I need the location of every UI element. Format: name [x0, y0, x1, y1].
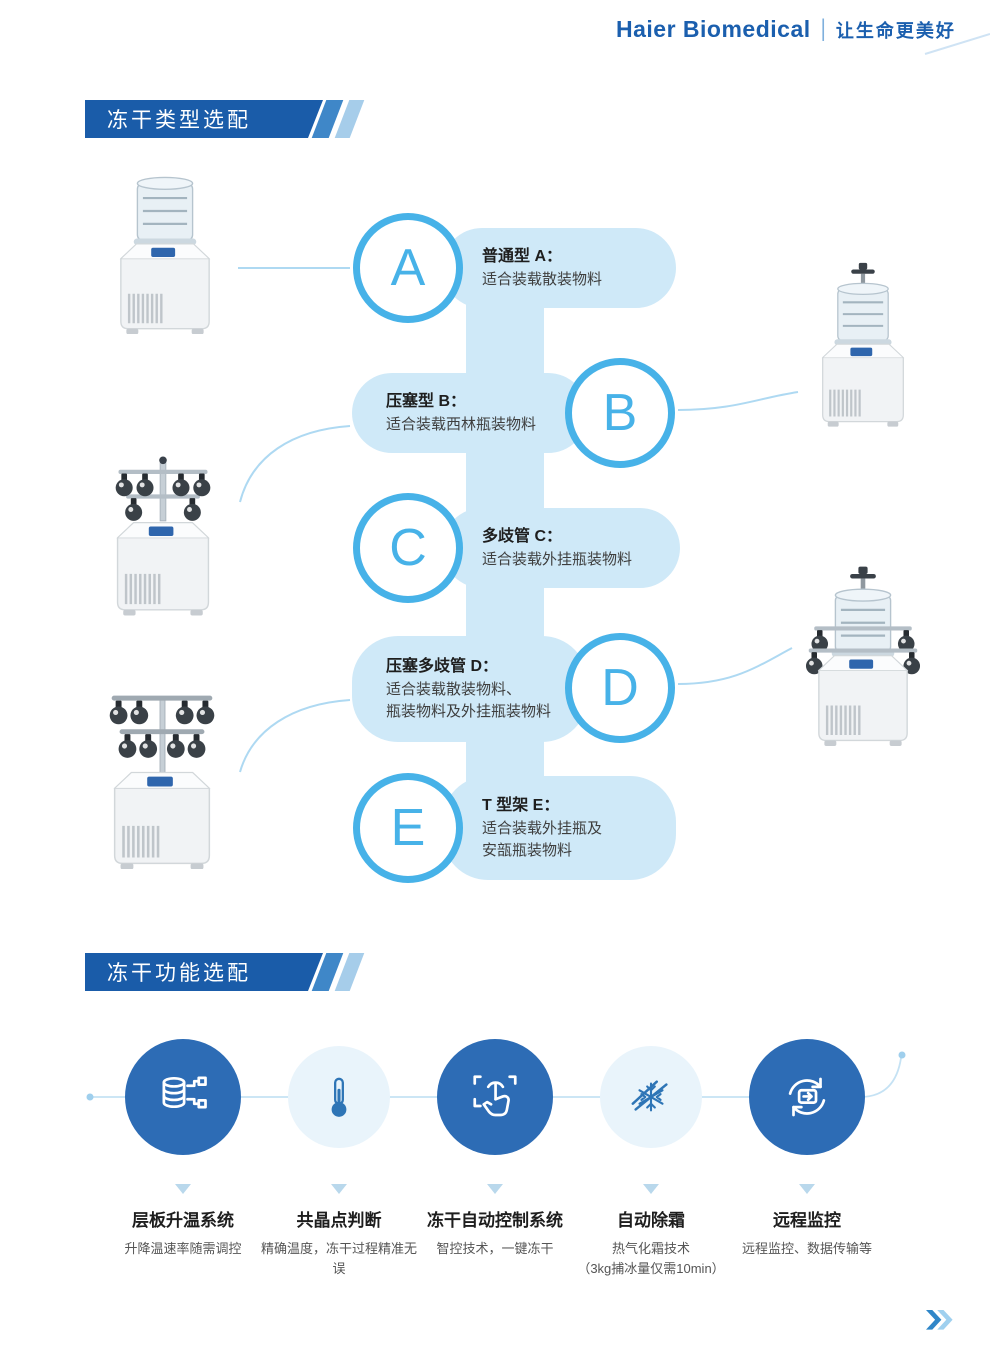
- section-banner-functions: 冻干功能选配: [85, 953, 385, 991]
- type-d-desc: 适合装载散装物料、 瓶装物料及外挂瓶装物料: [386, 681, 552, 720]
- triangle-marker-icon: [175, 1184, 191, 1194]
- feature-desc: 精确温度，冻干过程精准无误: [261, 1241, 418, 1277]
- triangle-marker-icon: [331, 1184, 347, 1194]
- feature-desc: 智控技术，一键冻干: [436, 1241, 554, 1256]
- freeze-dryer-type-b-image: [800, 262, 926, 427]
- feature-auto-defrost: 自动除霜 热气化霜技术 （3kg捕冰量仅需10min）: [573, 1036, 729, 1279]
- type-d-capsule: 压塞多歧管 D： 适合装载散装物料、 瓶装物料及外挂瓶装物料: [352, 636, 588, 742]
- auto-control-icon: [437, 1039, 553, 1155]
- freeze-dryer-type-a-image: [96, 176, 234, 335]
- type-b-desc: 适合装载西林瓶装物料: [386, 416, 537, 434]
- type-b-title: 压塞型 B：: [386, 393, 467, 411]
- section-title-types: 冻干类型选配: [107, 109, 251, 132]
- type-a-desc: 适合装载散装物料: [482, 271, 603, 289]
- type-c-capsule: 多歧管 C： 适合装载外挂瓶装物料: [442, 508, 680, 588]
- freeze-dryer-type-e-image: [88, 672, 236, 870]
- page-corner-chevrons-icon: [926, 1310, 953, 1330]
- feature-title: 远程监控: [773, 1211, 841, 1230]
- freeze-dryer-type-c-image: [92, 430, 234, 616]
- brand-divider: |: [820, 15, 826, 43]
- section-banner-shape: 冻干功能选配: [85, 953, 323, 991]
- brand-logo: Haier Biomedical: [616, 16, 811, 42]
- type-a-circle: A: [353, 213, 463, 323]
- type-c-desc: 适合装载外挂瓶装物料: [482, 551, 633, 569]
- feature-title: 共晶点判断: [296, 1211, 382, 1230]
- type-e-letter: E: [390, 799, 426, 857]
- type-b-circle: B: [565, 358, 675, 468]
- type-c-circle: C: [353, 493, 463, 603]
- feature-remote-monitor: 远程监控 远程监控、数据传输等: [729, 1036, 885, 1279]
- feature-title: 冻干自动控制系统: [427, 1211, 563, 1230]
- type-d-circle: D: [565, 633, 675, 743]
- type-e-circle: E: [353, 773, 463, 883]
- type-a-capsule: 普通型 A： 适合装载散装物料: [442, 228, 676, 308]
- feature-desc: 升降温速率随需调控: [124, 1241, 242, 1256]
- triangle-marker-icon: [643, 1184, 659, 1194]
- type-c-title: 多歧管 C：: [482, 528, 563, 546]
- type-b-capsule: 压塞型 B： 适合装载西林瓶装物料: [352, 373, 588, 453]
- freeze-dryer-type-d-image: [794, 562, 932, 746]
- type-b-letter: B: [602, 384, 638, 442]
- type-d-title: 压塞多歧管 D：: [386, 658, 499, 676]
- header: Haier Biomedical | 让生命更美好: [616, 16, 956, 43]
- feature-desc: 热气化霜技术 （3kg捕冰量仅需10min）: [577, 1241, 725, 1277]
- section-banner-types: 冻干类型选配: [85, 100, 385, 138]
- type-a-letter: A: [390, 239, 426, 297]
- type-c-letter: C: [389, 519, 427, 577]
- auto-defrost-icon: [600, 1046, 702, 1148]
- section-title-functions: 冻干功能选配: [107, 962, 251, 985]
- feature-title: 自动除霜: [617, 1211, 685, 1230]
- triangle-marker-icon: [487, 1184, 503, 1194]
- eutectic-point-icon: [288, 1046, 390, 1148]
- brand-slogan: 让生命更美好: [835, 20, 956, 41]
- type-d-letter: D: [601, 659, 639, 717]
- remote-monitor-icon: [749, 1039, 865, 1155]
- shelf-heating-icon: [125, 1039, 241, 1155]
- function-features: 层板升温系统 升降温速率随需调控 共晶点判断 精确温度，冻干过程精准无误: [0, 1036, 990, 1279]
- type-e-capsule: T 型架 E： 适合装载外挂瓶及 安瓿瓶装物料: [442, 776, 676, 880]
- type-a-title: 普通型 A：: [482, 248, 563, 266]
- feature-shelf-heating: 层板升温系统 升降温速率随需调控: [105, 1036, 261, 1279]
- feature-desc: 远程监控、数据传输等: [741, 1241, 872, 1256]
- feature-title: 层板升温系统: [132, 1211, 234, 1230]
- type-e-title: T 型架 E：: [482, 797, 560, 815]
- feature-auto-control: 冻干自动控制系统 智控技术，一键冻干: [417, 1036, 573, 1279]
- type-e-desc: 适合装载外挂瓶及 安瓿瓶装物料: [482, 820, 603, 859]
- feature-eutectic-point: 共晶点判断 精确温度，冻干过程精准无误: [261, 1036, 417, 1279]
- triangle-marker-icon: [799, 1184, 815, 1194]
- section-banner-shape: 冻干类型选配: [85, 100, 323, 138]
